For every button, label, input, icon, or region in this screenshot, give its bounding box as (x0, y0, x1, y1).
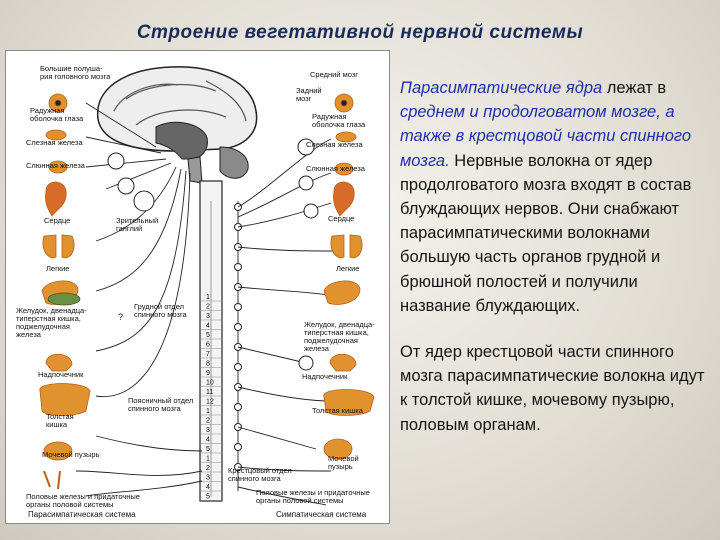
sympathetic-chain (234, 201, 242, 491)
segment-number: 4 (206, 323, 210, 330)
label-salivary-left: Слюнная железа (26, 161, 85, 170)
label-lacrimal-right: Слезная железа (306, 140, 363, 149)
para1-italic-b: среднем и продолговатом мозге, а также в… (400, 103, 692, 170)
label-salivary-right: Слюнная железа (306, 164, 365, 173)
segment-number: 5 (206, 494, 210, 501)
description-text: Парасимпатические ядра лежат в среднем и… (400, 76, 710, 459)
segment-number: 2 (206, 418, 210, 425)
label-lumbar: Поясничный отдел спинного мозга (128, 396, 194, 413)
segment-number: 5 (206, 446, 210, 453)
segment-number: 10 (206, 380, 214, 387)
paragraph-2: От ядер крестцовой части спинного мозга … (400, 343, 705, 434)
label-sacral: Крестцовый отдел спинного мозга (228, 466, 292, 483)
label-bladder-left: Мочевой пузырь (42, 450, 100, 459)
label-iris-right: Радужная оболочка глаза (312, 112, 366, 129)
label-hindbrain: Задний мозг (296, 86, 322, 103)
label-adrenal-right: Надпочечник (302, 372, 348, 381)
parasympathetic-fibers (75, 102, 203, 497)
segment-number: 2 (206, 304, 210, 311)
label-thoracic: Грудной отдел спинного мозга (134, 302, 187, 319)
segment-number: 1 (206, 408, 210, 415)
segment-number: 8 (206, 361, 210, 368)
segment-number: 2 (206, 465, 210, 472)
segment-number: 11 (206, 389, 213, 396)
label-ganglion: Зрительный ганглий (116, 216, 159, 233)
para1-text-b: Нервные волокна от ядер продолговатого м… (400, 151, 692, 315)
spinal-cord (199, 180, 223, 502)
label-lungs-left: Легкие (46, 264, 70, 273)
label-stomach-right: Желудок, двенадца- типерстная кишка, под… (304, 320, 375, 353)
footer-parasympathetic: Парасимпатическая система (28, 510, 136, 519)
para1-text-a: лежат в (602, 79, 667, 97)
segment-number: 9 (206, 370, 210, 377)
footer-sympathetic: Симпатическая система (276, 510, 367, 519)
label-adrenal-left: Надпочечник (38, 370, 84, 379)
segment-number: 1 (206, 456, 210, 463)
label-colon-left: Толстая кишка (46, 412, 74, 429)
label-lacrimal-left: Слезная железа (26, 138, 83, 147)
segment-number: 4 (206, 484, 210, 491)
label-bladder-right: Мочевой пузырь (328, 454, 359, 471)
label-iris-left: Радужная оболочка глаза (30, 106, 84, 123)
label-cerebrum: Большие полуша- рия головного мозга (40, 64, 111, 81)
question-mark: ? (118, 312, 124, 322)
sympathetic-fibers (237, 138, 337, 506)
label-midbrain: Средний мозг (310, 70, 358, 79)
para1-italic-a: Парасимпатические ядра (400, 79, 603, 97)
organs-right (323, 93, 375, 460)
segment-number: 3 (206, 427, 210, 434)
label-stomach-left: Желудок, двенадца- типерстная кишка, под… (16, 306, 87, 339)
label-lungs-right: Легкие (336, 264, 360, 273)
paragraph-1: Парасимпатические ядра лежат в среднем и… (400, 76, 710, 318)
segment-number: 4 (206, 437, 210, 444)
segment-number: 7 (206, 351, 210, 358)
segment-number: 1 (206, 294, 210, 301)
label-heart-left: Сердце (44, 216, 71, 225)
slide-title: Строение вегетативной нервной системы (136, 22, 584, 43)
segment-number: 5 (206, 332, 210, 339)
label-genital-right: Половые железы и придаточные органы поло… (256, 488, 370, 505)
segment-number: 3 (206, 313, 210, 320)
ganglia-circles (107, 138, 319, 371)
label-heart-right: Сердце (328, 214, 355, 223)
segment-number: 12 (206, 399, 214, 406)
label-genital-left: Половые железы и придаточные органы поло… (26, 492, 140, 509)
segment-number: 3 (206, 475, 210, 482)
label-colon-right: Толстая кишка (312, 406, 363, 415)
segment-number: 6 (206, 342, 210, 349)
organs-left (39, 93, 91, 490)
